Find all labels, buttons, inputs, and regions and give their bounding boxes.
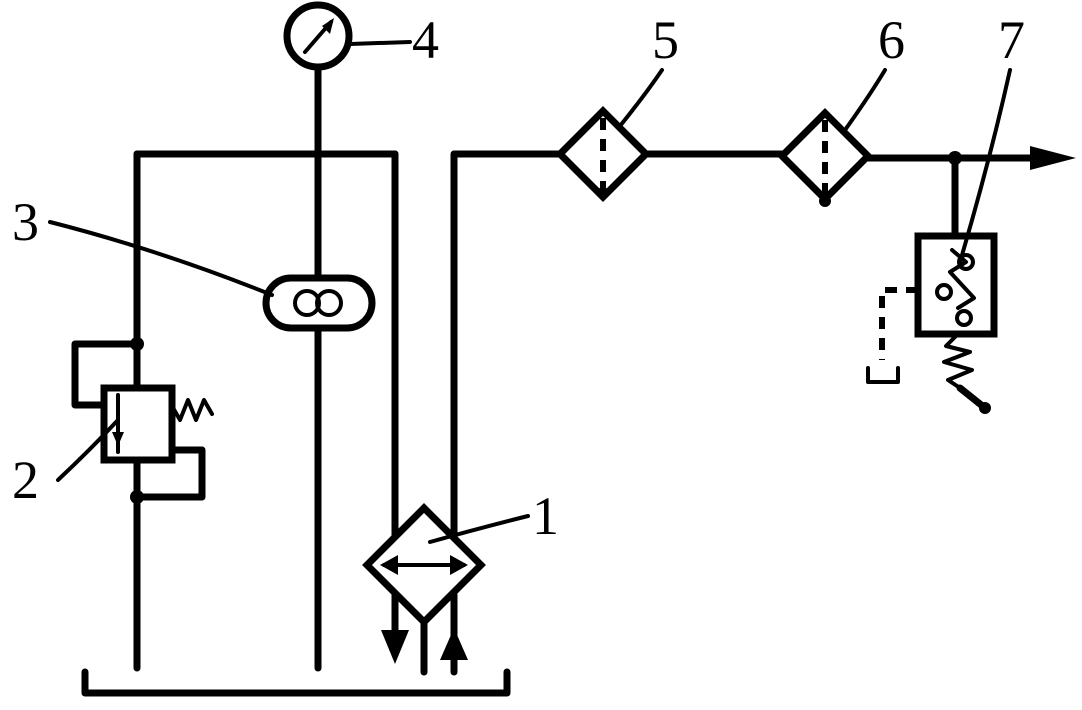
label-3: 3 xyxy=(12,192,39,252)
label-6: 6 xyxy=(878,10,905,70)
pressure-switch-icon xyxy=(866,151,998,414)
pressure-gauge-icon xyxy=(283,1,353,71)
label-1: 1 xyxy=(532,486,559,546)
pump-icon xyxy=(262,274,376,332)
label-5: 5 xyxy=(652,10,679,70)
filter-icon xyxy=(555,106,651,202)
pipelines xyxy=(133,64,1054,672)
label-2: 2 xyxy=(12,450,39,510)
filter-icon xyxy=(777,108,873,207)
relief-valve-icon xyxy=(71,337,214,504)
reservoir-tank xyxy=(81,668,511,697)
leader-lines xyxy=(48,40,1012,544)
outlet-arrow xyxy=(1030,146,1076,170)
label-7: 7 xyxy=(998,10,1025,70)
label-4: 4 xyxy=(412,10,439,70)
